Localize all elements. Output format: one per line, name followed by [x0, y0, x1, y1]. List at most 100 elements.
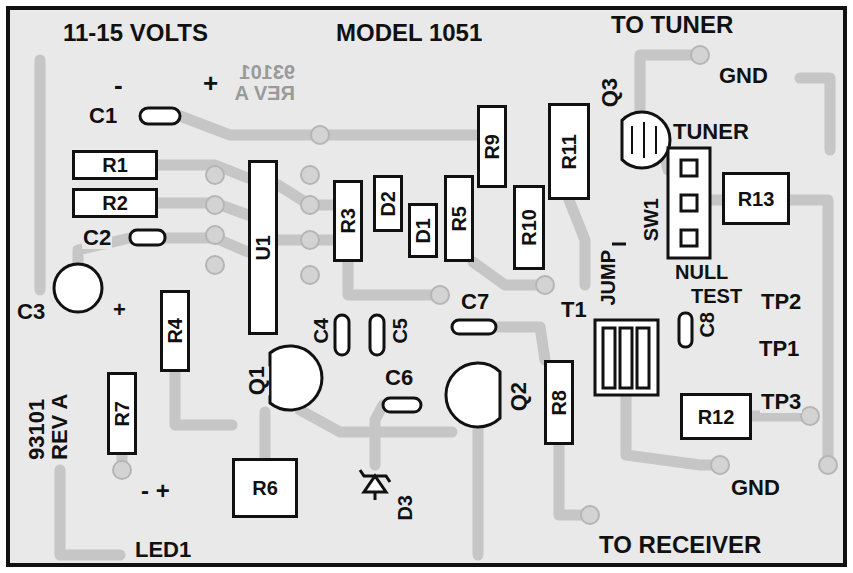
electrolytic-capacitor-symbol: [54, 264, 102, 312]
part-designator: U1: [253, 235, 273, 261]
diode-bar: [360, 470, 390, 482]
part-designator: R3: [338, 208, 358, 234]
part-designator: R4: [165, 318, 185, 344]
capacitor-symbol: [130, 230, 165, 245]
solder-pads: [113, 46, 837, 524]
capacitor-symbol: [383, 398, 421, 412]
pad: [206, 256, 224, 274]
capacitor-symbol: [140, 108, 180, 124]
test-point: TP1: [758, 337, 800, 360]
polarity-mark: +: [202, 70, 219, 97]
trace: [473, 428, 484, 555]
switch-pin: [681, 195, 697, 211]
pad: [301, 231, 319, 249]
pad: [206, 166, 224, 184]
part-designator: D1: [413, 218, 433, 244]
resistor-body: R1: [72, 150, 158, 180]
part-designator: R8: [549, 390, 569, 416]
transformer-symbol: [595, 320, 658, 395]
polarity-mark: -: [113, 72, 124, 99]
part-designator: R10: [519, 209, 539, 246]
trace: [559, 445, 590, 515]
part-designator: R5: [449, 206, 469, 232]
test-point: TP3: [760, 390, 802, 413]
pad: [536, 276, 554, 294]
resistor-body: R5: [444, 175, 474, 262]
part-name: Q2: [506, 382, 531, 411]
part-designator: D2: [378, 191, 398, 217]
transformer-pin: [620, 328, 632, 388]
part-designator: R13: [738, 189, 775, 209]
part-name: LED1: [134, 538, 192, 561]
resistor-body: R8: [544, 360, 574, 445]
test-point: TP2: [760, 290, 802, 313]
resistor-body: R13: [722, 172, 790, 225]
pad: [113, 461, 131, 479]
trace: [790, 200, 828, 465]
zener-diode-symbol: [360, 470, 390, 500]
pad: [819, 456, 837, 474]
trace: [175, 372, 232, 425]
part-designator: R6: [252, 478, 278, 498]
pad: [301, 196, 319, 214]
switch-position: TEST: [690, 286, 743, 307]
pin-name: GND: [718, 64, 769, 87]
diode-lead: [374, 492, 377, 500]
transistor-symbol: [446, 363, 500, 427]
part-designator: R12: [698, 407, 735, 427]
copper-traces: [40, 55, 830, 555]
trace: [800, 78, 830, 150]
pad: [711, 456, 729, 474]
diode-body: D1: [408, 203, 438, 258]
trace: [260, 412, 271, 458]
trace: [35, 60, 46, 290]
part-name: C6: [384, 366, 414, 389]
connector-label: TO RECEIVER: [598, 532, 762, 557]
capacitor-symbol: [452, 320, 496, 334]
part-name: SW1: [640, 198, 663, 241]
part-name: Q3: [597, 78, 622, 107]
capacitor-symbol: [679, 313, 692, 347]
switch-pin: [681, 160, 697, 176]
capacitor-symbol: [335, 315, 349, 355]
trace: [180, 116, 320, 135]
resistor-body: R2: [72, 188, 158, 218]
pin-name: TUNER: [672, 120, 750, 143]
board-outline: [8, 8, 845, 565]
part-designator: R2: [102, 193, 128, 213]
resistor-body: R9: [477, 105, 507, 188]
capacitor-symbol: [370, 315, 384, 355]
pad: [691, 46, 709, 64]
polarity-mark: - +: [140, 478, 171, 503]
polarity-mark: +: [112, 298, 127, 321]
board-voltage: 11-15 VOLTS: [62, 20, 209, 45]
resistor-body: R4: [160, 290, 190, 372]
jumper-mark: [612, 243, 626, 246]
resistor-body: R10: [513, 185, 545, 270]
ic-body: U1: [248, 160, 278, 335]
transformer-pin: [603, 328, 615, 388]
part-designator: R9: [482, 134, 502, 160]
trace: [569, 200, 585, 285]
part-name: C1: [88, 104, 118, 127]
transformer-pin: [637, 328, 649, 388]
pad: [206, 226, 224, 244]
trace: [640, 55, 700, 112]
trace: [158, 165, 248, 178]
resistor-body: R3: [333, 180, 363, 262]
part-name: C4: [310, 318, 333, 344]
switch-pin: [681, 230, 697, 246]
pad: [801, 407, 819, 425]
trace: [158, 203, 248, 215]
trace: [710, 195, 722, 206]
resistor-body: R6: [232, 458, 298, 518]
lead-mark: [655, 126, 657, 154]
part-name: C2: [82, 226, 112, 249]
pad: [206, 196, 224, 214]
trace: [320, 130, 478, 141]
part-name: T1: [560, 298, 588, 321]
jumper-label: JUMP: [597, 250, 620, 306]
resistor-body: R11: [548, 103, 590, 200]
part-name: D3: [394, 495, 417, 521]
